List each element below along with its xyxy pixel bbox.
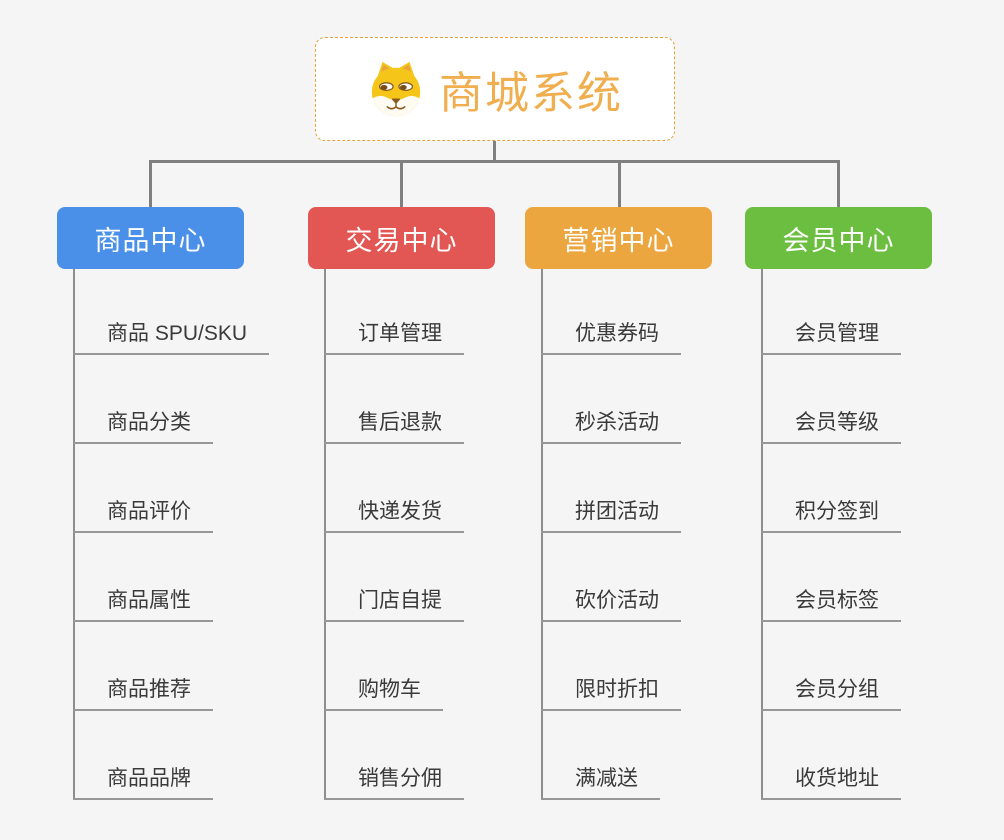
leaf-topic[interactable]: 会员标签: [761, 590, 901, 622]
branch-label: 商品中心: [94, 225, 207, 256]
branch-label: 营销中心: [562, 225, 675, 256]
leaf-topic[interactable]: 门店自提: [324, 590, 464, 622]
leaf-topic[interactable]: 优惠券码: [541, 323, 681, 355]
leaf-topic[interactable]: 商品评价: [73, 501, 213, 533]
leaf-topic[interactable]: 销售分佣: [324, 768, 464, 800]
connector-horizontal: [149, 160, 840, 163]
leaf-topic[interactable]: 限时折扣: [541, 679, 681, 711]
leaf-topic[interactable]: 积分签到: [761, 501, 901, 533]
branch-node-marketing[interactable]: 营销中心: [525, 207, 712, 269]
leaf-topic[interactable]: 拼团活动: [541, 501, 681, 533]
connector-root-stub: [493, 141, 496, 163]
leaf-topic[interactable]: 商品 SPU/SKU: [73, 323, 270, 355]
rail-branch-3: [541, 269, 543, 800]
leaf-topic[interactable]: 订单管理: [324, 323, 464, 355]
connector-drop-3: [618, 160, 621, 207]
branch-label: 交易中心: [345, 225, 458, 256]
connector-drop-1: [149, 160, 152, 207]
root-title: 商城系统: [439, 69, 623, 118]
leaf-topic[interactable]: 收货地址: [761, 768, 901, 800]
branch-node-products[interactable]: 商品中心: [57, 207, 244, 269]
rail-branch-1: [73, 269, 75, 800]
leaf-topic[interactable]: 售后退款: [324, 412, 464, 444]
branch-node-members[interactable]: 会员中心: [745, 207, 932, 269]
leaf-topic[interactable]: 会员等级: [761, 412, 901, 444]
leaf-topic[interactable]: 购物车: [324, 679, 443, 711]
leaf-topic[interactable]: 快递发货: [324, 501, 464, 533]
leaf-topic[interactable]: 会员分组: [761, 679, 901, 711]
rail-branch-2: [324, 269, 326, 800]
branch-node-trade[interactable]: 交易中心: [308, 207, 495, 269]
leaf-topic[interactable]: 商品推荐: [73, 679, 213, 711]
leaf-topic[interactable]: 秒杀活动: [541, 412, 681, 444]
connector-drop-2: [400, 160, 403, 207]
shiba-dog-icon: [371, 61, 421, 117]
leaf-topic[interactable]: 商品属性: [73, 590, 213, 622]
leaf-topic[interactable]: 商品品牌: [73, 768, 213, 800]
root-node[interactable]: 商城系统: [315, 37, 675, 141]
leaf-topic[interactable]: 砍价活动: [541, 590, 681, 622]
branch-label: 会员中心: [782, 225, 895, 256]
leaf-topic[interactable]: 会员管理: [761, 323, 901, 355]
connector-drop-4: [837, 160, 840, 207]
rail-branch-4: [761, 269, 763, 800]
leaf-topic[interactable]: 满减送: [541, 768, 660, 800]
leaf-topic[interactable]: 商品分类: [73, 412, 213, 444]
